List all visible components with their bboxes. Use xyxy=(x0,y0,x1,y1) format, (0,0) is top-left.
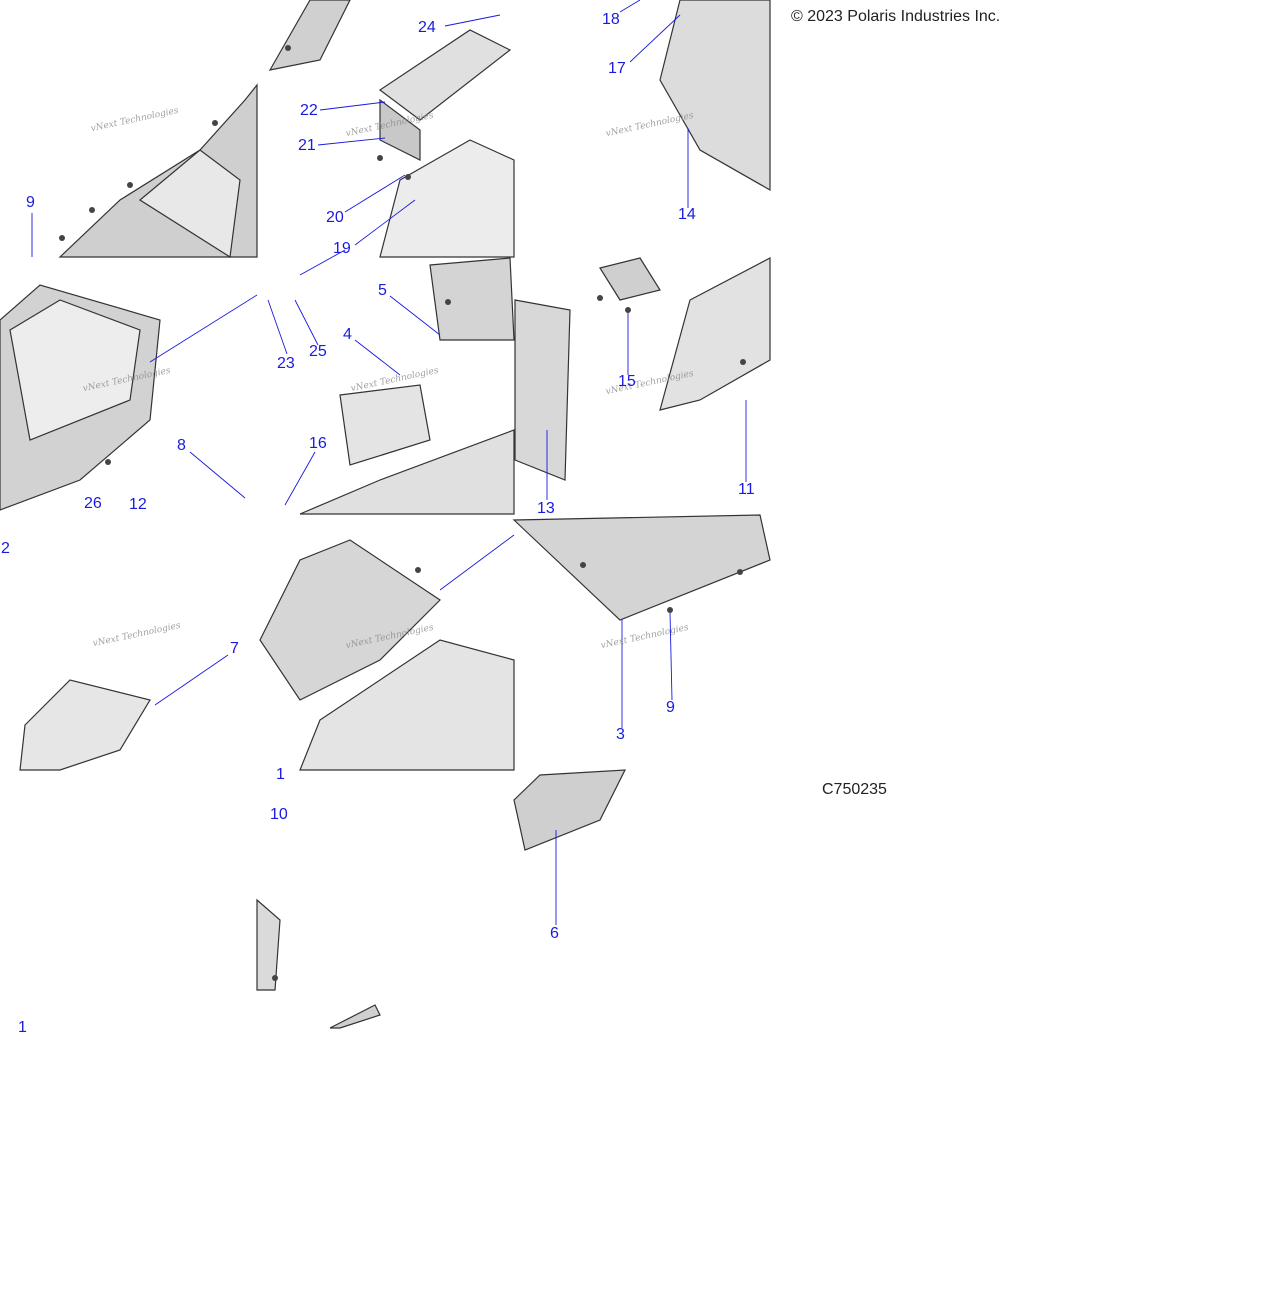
grille-part xyxy=(513,769,627,851)
callout-label: 6 xyxy=(550,925,559,942)
callout-label: 11 xyxy=(738,481,755,498)
callout-label: 3 xyxy=(616,726,625,743)
storage-lid-part xyxy=(378,29,512,121)
callout-label: 24 xyxy=(418,19,436,36)
copyright-notice: © 2023 Polaris Industries Inc. xyxy=(791,8,1001,25)
callout-label: 9 xyxy=(26,194,35,211)
callout-label: 22 xyxy=(300,102,318,119)
callout-label: 4 xyxy=(343,326,352,343)
frame-part xyxy=(259,539,441,701)
callout-label: 8 xyxy=(177,437,186,454)
callout-label: 9 xyxy=(666,699,675,716)
callout-label: 16 xyxy=(309,435,327,452)
callout-label: 15 xyxy=(618,373,636,390)
callout-label: 20 xyxy=(326,209,344,226)
callout-label: 1 xyxy=(276,766,285,783)
callout-label: 1 xyxy=(18,1019,27,1036)
callout-label: 13 xyxy=(537,500,555,517)
callout-label: 14 xyxy=(678,206,696,223)
callout-label: 21 xyxy=(298,137,316,154)
callout-label: 19 xyxy=(333,240,351,257)
callout-label: 12 xyxy=(129,496,147,513)
callout-label: 5 xyxy=(378,282,387,299)
figure-code: C750235 xyxy=(822,781,887,798)
callout-label: 18 xyxy=(602,11,620,28)
callout-label: 25 xyxy=(309,343,327,360)
bracket-part xyxy=(512,514,771,621)
callout-label: 10 xyxy=(270,806,288,823)
callout-label: 17 xyxy=(608,60,626,77)
callout-label: 7 xyxy=(230,640,239,657)
callout-label: 23 xyxy=(277,355,295,372)
callout-label: 26 xyxy=(84,495,102,512)
console-box-part xyxy=(659,0,771,192)
cupholder-part xyxy=(339,384,431,466)
tray-part xyxy=(19,679,151,771)
side-trim-part xyxy=(514,299,571,481)
callout-label: 2 xyxy=(1,540,10,557)
